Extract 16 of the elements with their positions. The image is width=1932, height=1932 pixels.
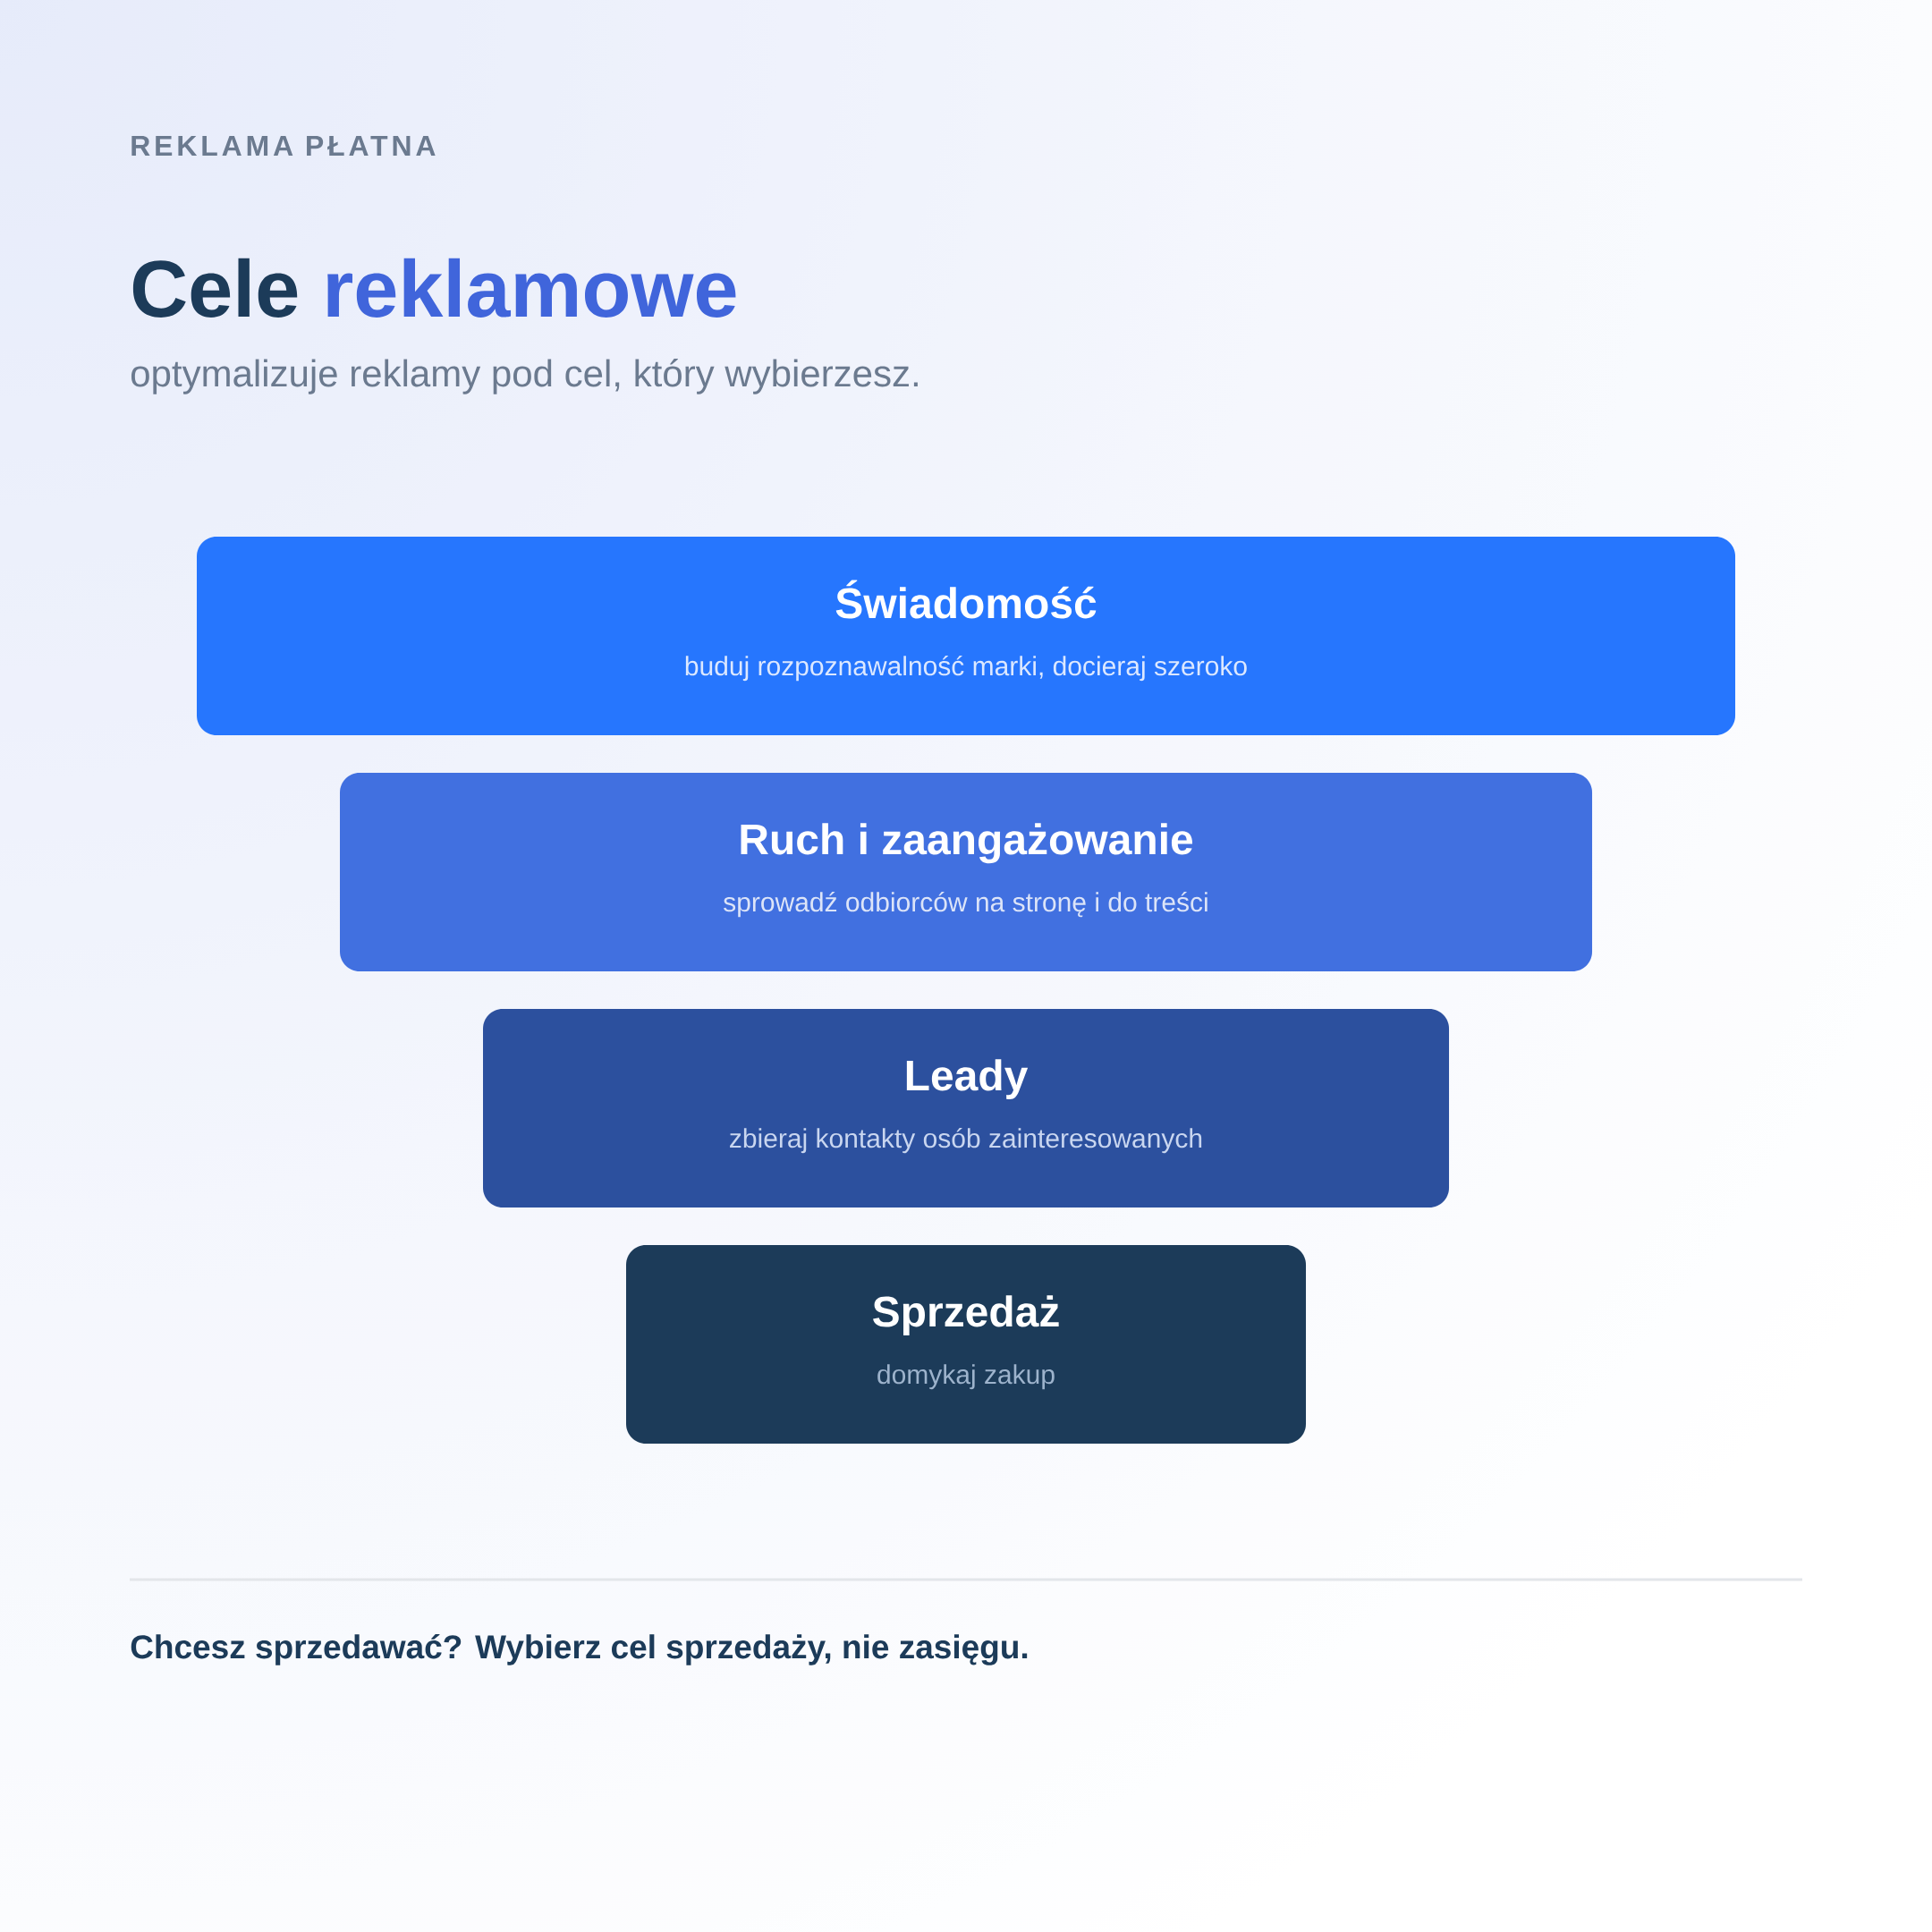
box-description: buduj rozpoznawalność marki, docieraj szeroko bbox=[685, 655, 1247, 682]
funnel-box bbox=[483, 1009, 1449, 1208]
funnel-box bbox=[197, 537, 1736, 735]
section-label: REKLAMA PŁATNA bbox=[131, 136, 436, 156]
box-heading: Ruch i zaangażowanie bbox=[741, 823, 1193, 864]
box-heading: Leady bbox=[906, 1059, 1029, 1099]
funnel-box bbox=[340, 773, 1592, 971]
caption: Chcesz sprzedawać? Wybierz cel sprzedaży, nie zasięgu. bbox=[131, 1633, 1028, 1665]
title: Cele reklamowe bbox=[132, 258, 736, 318]
box-heading: Świadomość bbox=[835, 580, 1097, 619]
box-description: zbieraj kontakty osób zainteresowanych bbox=[730, 1127, 1202, 1154]
subtitle: optymalizuje reklamy pod cel, który wybierzesz. bbox=[131, 359, 918, 394]
box-description: sprowadź odbiorców na stronę i do treści bbox=[724, 891, 1208, 918]
box-description: domykaj zakup bbox=[877, 1364, 1055, 1390]
box-heading: Sprzedaż bbox=[873, 1295, 1059, 1335]
funnel-box bbox=[626, 1245, 1306, 1444]
